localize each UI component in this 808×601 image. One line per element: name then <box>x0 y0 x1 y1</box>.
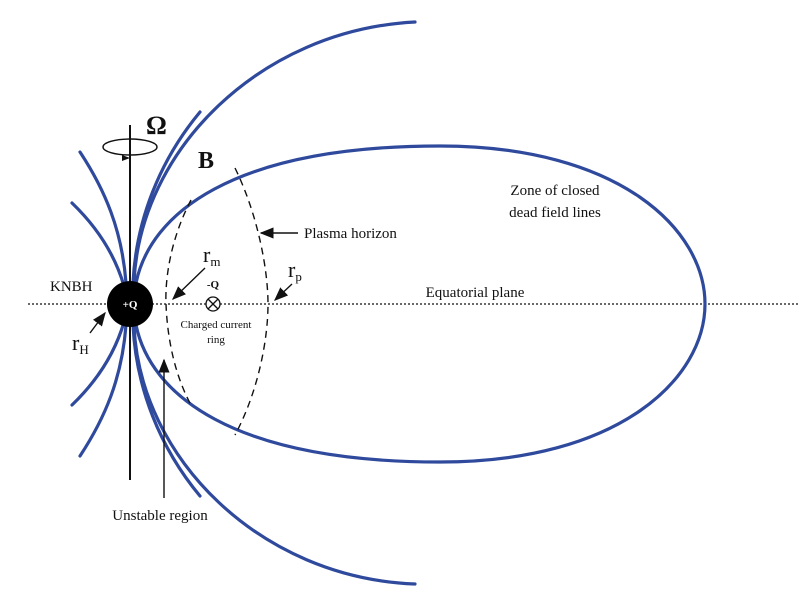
current-into-page-icon <box>205 296 221 312</box>
field-lines <box>70 20 707 586</box>
zone-label-line1: Zone of closed <box>510 183 600 199</box>
field-line-bottom-left-2 <box>70 320 126 407</box>
r-p-label: rp <box>288 257 302 284</box>
r-m-label: rm <box>203 242 220 269</box>
field-line-top-left-1 <box>78 150 128 285</box>
closed-field-line <box>134 144 707 464</box>
knbh-label: KNBH <box>50 279 93 295</box>
r-m-arrow <box>171 267 206 300</box>
black-hole <box>107 281 153 327</box>
plus-q-label: +Q <box>123 299 138 311</box>
ring-label-line1: Charged current <box>181 319 252 331</box>
rotation-arrowhead-icon <box>122 155 130 161</box>
equatorial-plane-label: Equatorial plane <box>426 285 525 301</box>
unstable-boundary-rm <box>165 199 192 406</box>
unstable-region-label: Unstable region <box>112 508 208 524</box>
b-field-label: B <box>198 148 214 174</box>
r-p-arrow <box>273 283 293 301</box>
plasma-horizon-label: Plasma horizon <box>304 226 397 242</box>
zone-label-line2: dead field lines <box>509 205 601 221</box>
minus-q-label: -Q <box>207 279 220 291</box>
field-line-top-inner <box>131 110 202 285</box>
rotation-arrow-icon <box>102 138 158 156</box>
r-h-label: rH <box>72 330 89 357</box>
r-h-arrow <box>89 311 106 334</box>
plasma-horizon-boundary <box>234 167 269 436</box>
field-line-bottom-left-1 <box>78 323 128 458</box>
ring-label-line2: ring <box>207 334 225 346</box>
field-line-top-left-2 <box>70 201 126 288</box>
field-line-bottom-inner <box>131 323 202 498</box>
omega-label: Ω <box>146 111 167 140</box>
open-field-line-bottom-outer <box>132 324 417 586</box>
open-field-line-top-outer <box>132 20 417 284</box>
